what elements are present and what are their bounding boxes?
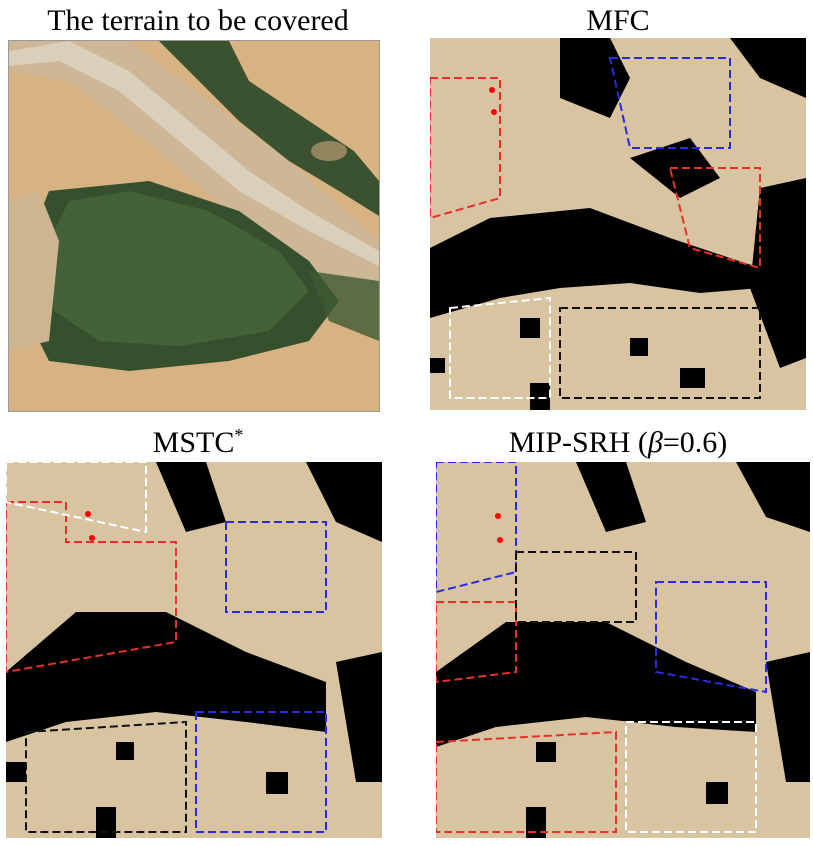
- mip-srh-svg: [436, 462, 810, 838]
- title-text: MSTC: [152, 426, 235, 459]
- title-superscript: *: [234, 425, 244, 445]
- title-text-rest: =0.6): [662, 426, 728, 459]
- title-beta-symbol: β: [647, 426, 663, 459]
- title-text: MIP-SRH (: [508, 426, 648, 459]
- mfc-coverage-map: [430, 38, 806, 410]
- mfc-svg: [430, 38, 806, 410]
- satellite-terrain-image: [8, 40, 380, 412]
- satellite-svg: [9, 41, 379, 411]
- panel-title-mip-srh: MIP-SRH (β=0.6): [428, 428, 808, 458]
- panel-title-terrain: The terrain to be covered: [47, 4, 349, 37]
- panel-title-mfc: MFC: [586, 4, 650, 37]
- mstc-svg: [6, 462, 382, 838]
- panel-title-mstc: MSTC*: [8, 425, 388, 459]
- mip-srh-coverage-map: [436, 462, 810, 838]
- mstc-coverage-map: [6, 462, 382, 838]
